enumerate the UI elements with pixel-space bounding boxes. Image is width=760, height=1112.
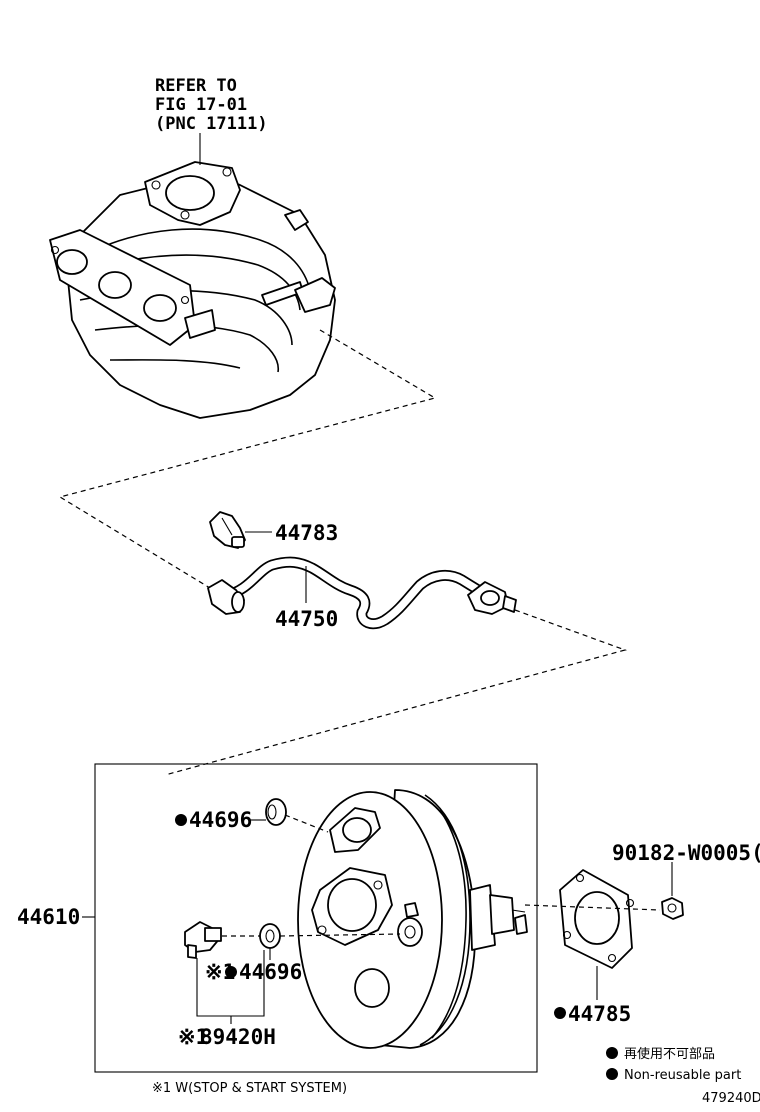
non-reusable-marker-44785: [554, 1007, 566, 1019]
non-reusable-marker-44696-bottom: [225, 966, 237, 978]
part-number-44696-top: 44696: [189, 808, 252, 832]
reference-line-1: REFER TO: [155, 76, 237, 96]
legend-marker-jp: [606, 1047, 618, 1059]
non-reusable-marker-44696-top: [175, 814, 187, 826]
booster-assembly-frame: [94, 763, 538, 1073]
footnote: ※1 W(STOP & START SYSTEM): [152, 1081, 347, 1096]
brake-booster-illustration: [297, 789, 528, 1049]
part-number-44785: 44785: [568, 1002, 631, 1026]
part-number-44783: 44783: [275, 521, 338, 545]
vacuum-sensor-89420h: [184, 921, 222, 959]
part-number-44696-bottom: 44696: [239, 960, 302, 984]
part-number-44610: 44610: [17, 905, 80, 929]
connection-line-manifold-to-hose: [58, 329, 437, 589]
grommet-44696-top: [265, 798, 287, 826]
booster-gasket-44785: [559, 869, 635, 969]
intake-manifold-illustration: [49, 133, 336, 419]
legend-text-jp: 再使用不可部品: [624, 1046, 715, 1062]
part-number-44750: 44750: [275, 607, 338, 631]
reference-line-2: FIG 17-01: [155, 95, 247, 115]
figure-id: 479240D: [702, 1091, 760, 1106]
note-mark-89420h: ※1: [178, 1025, 208, 1049]
part-number-89420h: 89420H: [200, 1025, 276, 1049]
vacuum-hose-44750: [207, 556, 517, 630]
legend-text-en: Non-reusable part: [624, 1068, 741, 1083]
hose-clip-44783: [209, 511, 246, 549]
connection-line-hose-to-booster: [164, 609, 627, 776]
grommet-44696-bottom: [259, 923, 281, 949]
part-number-90182-w0005: 90182-W0005(4): [612, 841, 760, 865]
nut-90182-w0005: [661, 897, 684, 920]
reference-line-3: (PNC 17111): [155, 114, 268, 134]
legend-marker-en: [606, 1068, 618, 1080]
